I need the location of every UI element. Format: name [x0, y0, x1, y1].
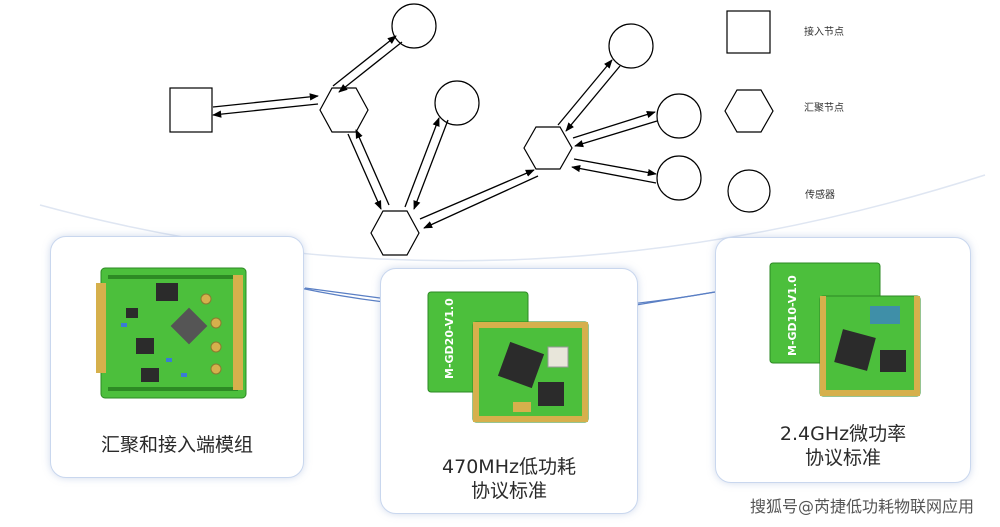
card-caption-line1: 470MHz低功耗 — [442, 456, 576, 478]
pcb-module-image — [96, 267, 247, 399]
card-caption-line2: 协议标准 — [804, 447, 881, 469]
module-card-aggregation-access: 汇聚和接入端模组 — [50, 236, 304, 478]
background-arc-lower-right — [635, 291, 716, 306]
pcb-module-image: M-GD20-V1.0 — [427, 291, 589, 423]
aggregation-node-hexagon-3 — [523, 126, 573, 170]
legend-aggregation-node-label: 汇聚节点 — [804, 103, 844, 114]
sensor-circle-4 — [656, 93, 702, 139]
board-label-text: M-GD10-V1.0 — [786, 275, 799, 356]
legend-access-node-label: 接入节点 — [804, 27, 844, 38]
access-node-square — [169, 87, 213, 133]
legend-aggregation-node-icon — [724, 89, 774, 133]
card-caption: 汇聚和接入端模组 — [100, 434, 253, 456]
legend-sensor-label: 传感器 — [805, 190, 835, 201]
background-arc-upper — [39, 174, 986, 262]
legend-sensor-icon — [727, 169, 771, 213]
sensor-circle-5 — [656, 155, 702, 201]
card-caption-line2: 协议标准 — [470, 480, 547, 502]
sensor-circle-2 — [434, 80, 480, 126]
connection-arrows — [212, 35, 658, 229]
watermark-text: 搜狐号@芮捷低功耗物联网应用 — [749, 497, 974, 516]
legend-access-node-icon — [726, 10, 771, 54]
pcb-module-image: M-GD10-V1.0 — [769, 262, 921, 397]
sensor-circle-1 — [391, 3, 437, 49]
board-label-text: M-GD20-V1.0 — [443, 298, 456, 379]
module-card-470mhz: M-GD20-V1.0 470MHz低功耗 协议标准 — [380, 268, 638, 514]
aggregation-node-hexagon-2 — [370, 210, 420, 256]
card-caption-line1: 2.4GHz微功率 — [779, 423, 907, 445]
module-card-2-4ghz: M-GD10-V1.0 2.4GHz微功率 协议标准 — [715, 237, 971, 483]
sensor-circle-3 — [608, 23, 654, 69]
aggregation-node-hexagon-1 — [319, 87, 369, 133]
background-arc-lower-left — [304, 287, 381, 299]
